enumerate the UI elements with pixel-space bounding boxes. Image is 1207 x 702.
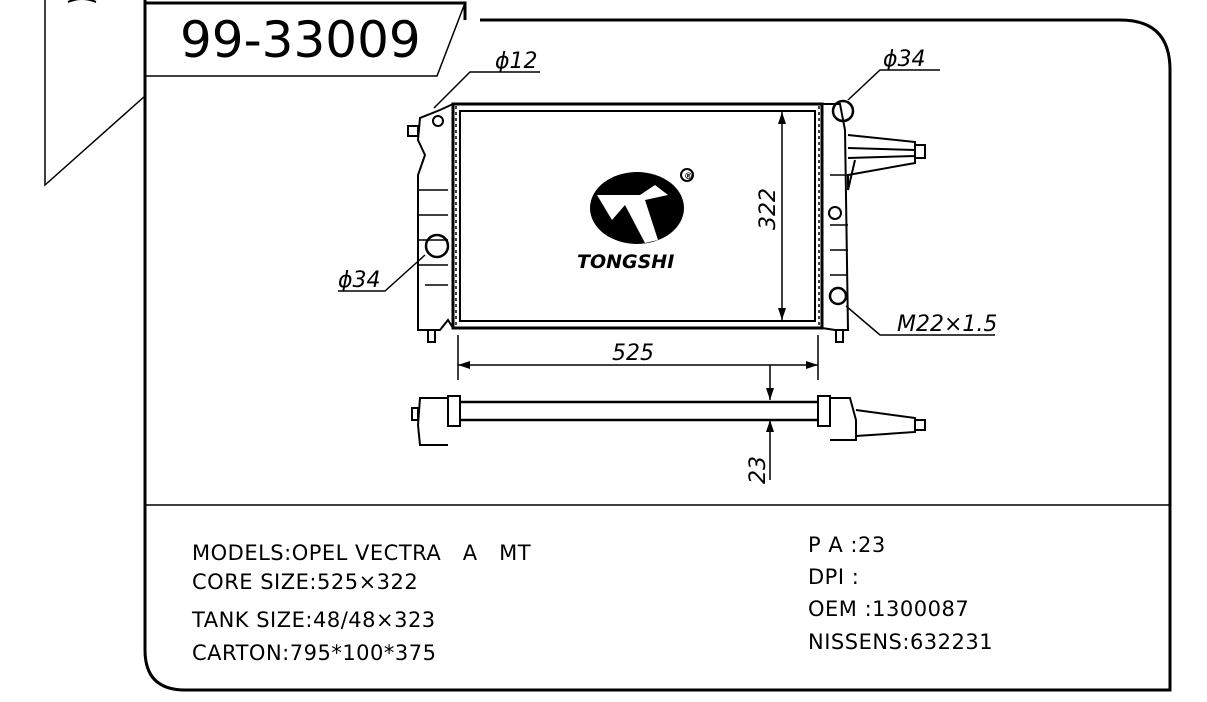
spec-core-size: CORE SIZE:525×322 bbox=[192, 570, 418, 594]
spec-models: MODELS:OPEL VECTRA A MT bbox=[192, 541, 531, 565]
dim-inlet-diameter-34: ϕ34 bbox=[883, 47, 926, 72]
spec-right: P A :23 DPI : OEM :1300087 NISSENS:63223… bbox=[808, 533, 993, 654]
spec-left: MODELS:OPEL VECTRA A MT CORE SIZE:525×32… bbox=[191, 541, 531, 665]
registered-mark: ® bbox=[684, 172, 693, 182]
part-number: 99-33009 bbox=[180, 11, 421, 69]
dim-inlet-diameter-12: ϕ12 bbox=[495, 49, 538, 74]
spec-dpi: DPI : bbox=[808, 565, 859, 589]
spec-pa: P A :23 bbox=[808, 533, 886, 557]
sheet-frame bbox=[44, 0, 1172, 692]
brand-name: TONGSHI bbox=[577, 251, 674, 273]
radiator-front-view bbox=[407, 99, 926, 343]
spec-carton: CARTON:795*100*375 bbox=[192, 641, 436, 665]
dim-drain-thread: M22×1.5 bbox=[897, 312, 997, 337]
dim-core-height: 322 bbox=[756, 188, 781, 230]
dim-core-thickness: 23 bbox=[746, 456, 771, 484]
spec-oem: OEM :1300087 bbox=[808, 597, 969, 621]
tongshi-logo: ® TONGSHI bbox=[577, 168, 694, 273]
dimension-lines bbox=[338, 69, 995, 480]
radiator-side-view bbox=[411, 395, 926, 446]
dim-core-width: 525 bbox=[612, 341, 654, 366]
spec-tank-size: TANK SIZE:48/48×323 bbox=[191, 608, 436, 632]
spec-nissens: NISSENS:632231 bbox=[808, 630, 993, 654]
dim-outlet-diameter-34: ϕ34 bbox=[338, 268, 381, 293]
